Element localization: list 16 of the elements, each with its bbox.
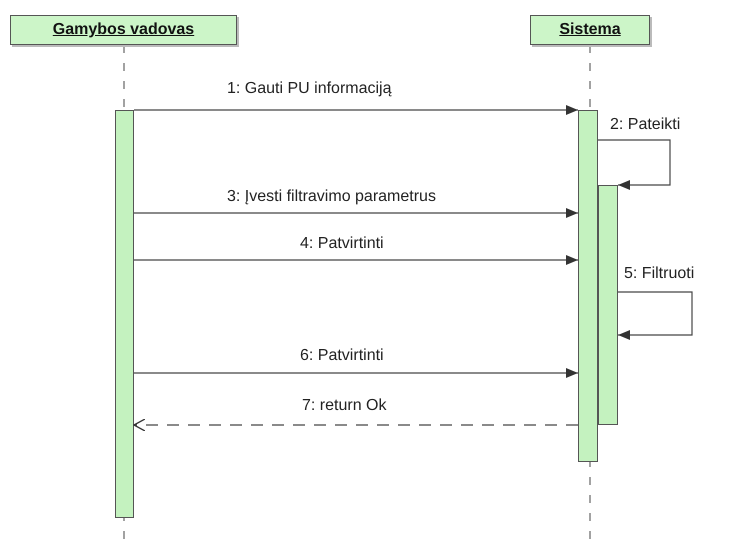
message-arrow <box>598 139 671 190</box>
return-message-arrow <box>133 418 578 432</box>
activation-bar <box>115 110 134 518</box>
message-arrow <box>134 208 578 218</box>
participant-name: Gamybos vadovas <box>52 21 194 39</box>
activation-bar <box>598 185 618 425</box>
lifeline-header-box <box>530 15 650 45</box>
message-label: 1: Gauti PU informaciją <box>225 80 394 98</box>
message-label: 3: Įvesti filtravimo parametrus <box>225 188 438 206</box>
message-arrow <box>618 291 693 340</box>
activation-bar <box>578 110 598 462</box>
participant-name: Sistema <box>559 21 621 39</box>
message-arrow <box>134 368 578 378</box>
message-arrow <box>134 255 578 265</box>
lifeline-header-box <box>10 15 237 45</box>
message-arrow <box>134 105 578 115</box>
